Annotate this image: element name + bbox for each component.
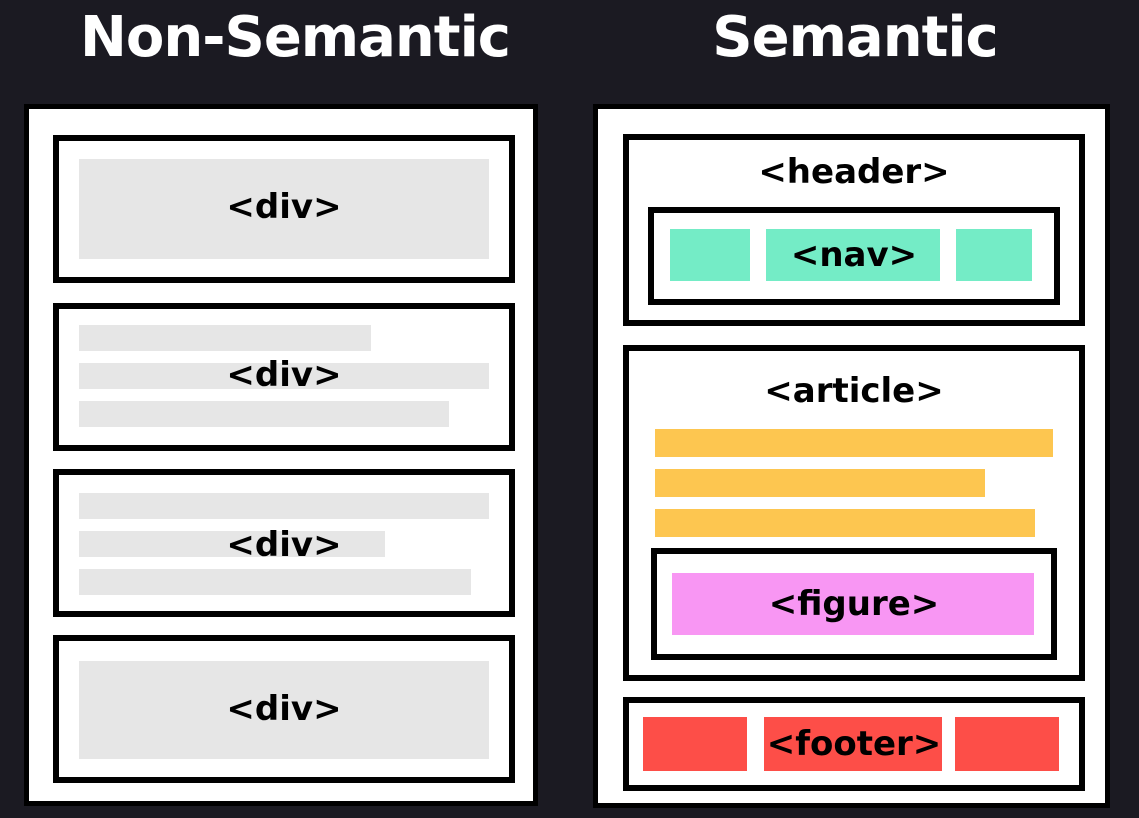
footer-box: <footer> (623, 697, 1085, 791)
figure-block (672, 573, 1034, 635)
header-box: <header> <nav> (623, 134, 1085, 326)
div-box-4: <div> (53, 635, 515, 783)
gray-block (79, 661, 489, 759)
semantic-panel: <header> <nav> <article> <figure> <foote… (593, 104, 1110, 808)
gray-line (79, 401, 449, 427)
div-label-3: <div> (226, 525, 342, 565)
footer-block-left (643, 717, 747, 771)
article-line (655, 429, 1053, 457)
article-line (655, 469, 985, 497)
nav-label: <nav> (790, 235, 918, 275)
title-non-semantic: Non-Semantic (80, 5, 511, 70)
article-box: <article> <figure> (623, 345, 1085, 681)
div-box-3: <div> (53, 469, 515, 617)
gray-line (79, 493, 489, 519)
gray-block (79, 159, 489, 259)
gray-line (79, 325, 371, 351)
div-label-2: <div> (226, 355, 342, 395)
gray-line (79, 363, 489, 389)
div-label-4: <div> (226, 689, 342, 729)
div-box-1: <div> (53, 135, 515, 283)
footer-label: <footer> (766, 724, 942, 764)
non-semantic-panel: <div> <div> <div> <div> (24, 104, 538, 806)
article-line (655, 509, 1035, 537)
gray-line (79, 569, 471, 595)
nav-block-right (956, 229, 1032, 281)
nav-box: <nav> (648, 207, 1060, 305)
footer-block-center (764, 717, 942, 771)
figure-box: <figure> (651, 548, 1057, 660)
nav-block-center (766, 229, 940, 281)
article-label: <article> (764, 371, 944, 411)
header-label: <header> (758, 152, 950, 192)
nav-block-left (670, 229, 750, 281)
div-box-2: <div> (53, 303, 515, 451)
title-semantic: Semantic (712, 5, 998, 70)
gray-line (79, 531, 385, 557)
footer-block-right (955, 717, 1059, 771)
figure-label: <figure> (768, 584, 940, 624)
div-label-1: <div> (226, 187, 342, 227)
